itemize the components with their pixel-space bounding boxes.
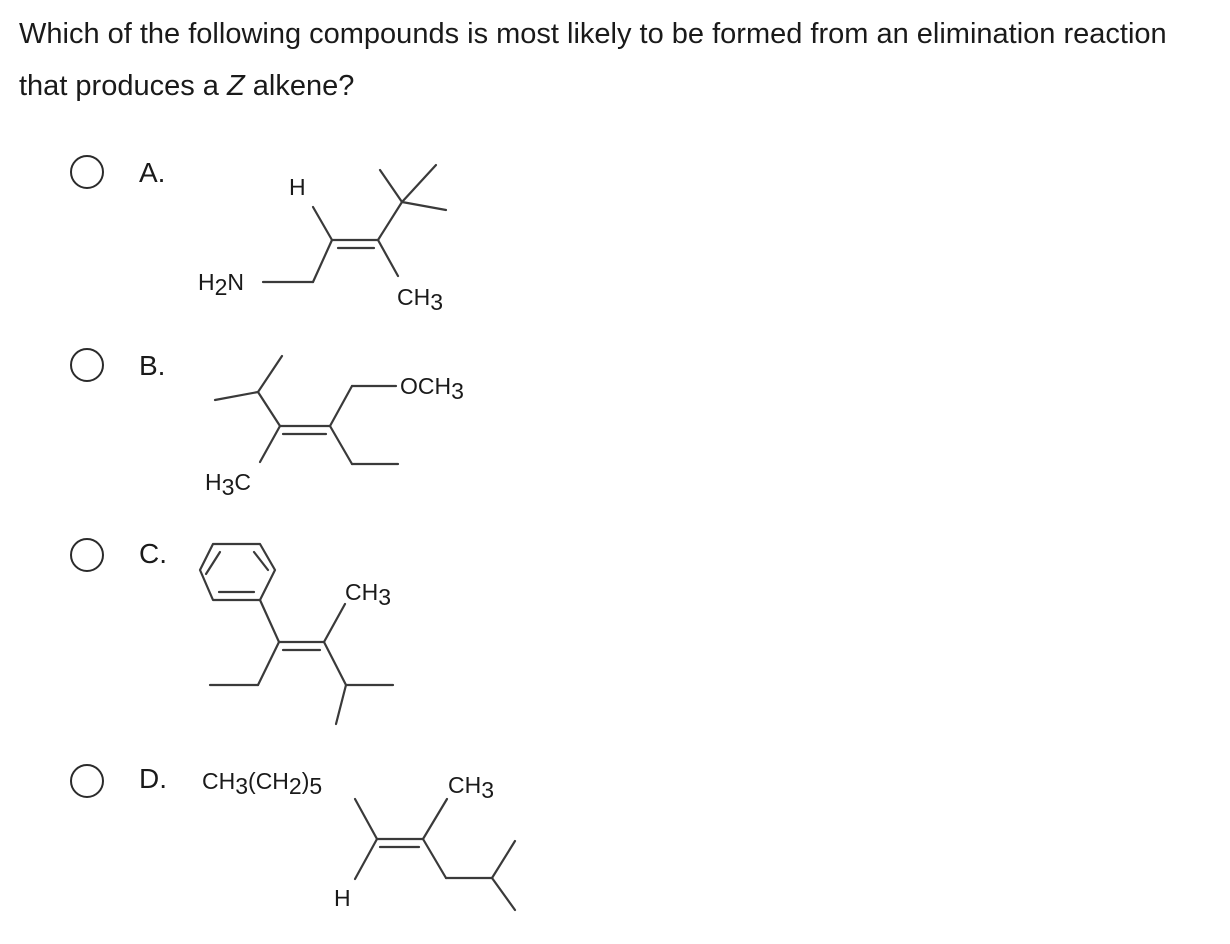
option-d-radio[interactable] <box>70 764 104 798</box>
bond <box>258 598 281 644</box>
bond <box>376 200 404 242</box>
bond <box>378 168 404 204</box>
bond <box>400 200 448 212</box>
bond <box>258 424 282 464</box>
bond <box>490 876 517 912</box>
label-ch3ch25: CH3(CH2)5 <box>202 768 322 799</box>
question-text: Which of the following compounds is most… <box>19 8 1209 112</box>
label-ch3: CH3 <box>448 772 494 803</box>
bond <box>256 640 281 687</box>
bond <box>376 238 400 278</box>
bond <box>328 424 354 466</box>
label-h: H <box>334 885 351 911</box>
question-suffix: alkene? <box>244 70 355 102</box>
label-h2n: H2N <box>198 269 244 300</box>
bond <box>328 384 354 428</box>
option-c-structure: CH3 <box>198 542 395 726</box>
label-h3c: H3C <box>205 469 251 500</box>
question-italic-z: Z <box>226 70 245 102</box>
bond <box>400 163 438 204</box>
option-b-letter: B. <box>139 350 166 381</box>
option-b[interactable]: B. OCH3 H3C <box>0 340 720 510</box>
option-d-letter: D. <box>139 763 167 794</box>
option-b-structure: OCH3 H3C <box>205 354 464 500</box>
bond <box>256 354 284 394</box>
bond <box>311 205 334 242</box>
ring-double-bond <box>252 550 270 572</box>
bond <box>322 602 347 644</box>
label-h: H <box>289 174 306 200</box>
label-ch3: CH3 <box>397 284 443 315</box>
bond <box>213 390 260 402</box>
bond <box>421 837 448 880</box>
option-d-structure: CH3(CH2)5 H CH3 <box>202 768 517 912</box>
question-prefix: Which of the following compounds is most… <box>19 18 1167 102</box>
bond <box>490 839 517 880</box>
bond <box>353 837 379 881</box>
label-och3: OCH3 <box>400 373 464 404</box>
option-a-letter: A. <box>139 157 166 188</box>
option-a-radio[interactable] <box>70 155 104 189</box>
option-c-letter: C. <box>139 538 167 569</box>
option-d[interactable]: D. CH3(CH2)5 H CH3 <box>0 755 720 925</box>
ring-double-bond <box>204 550 222 576</box>
option-c[interactable]: C. CH3 <box>0 530 720 726</box>
bond <box>322 640 348 687</box>
label-ch3: CH3 <box>345 579 391 610</box>
option-a-structure: H H2N CH3 <box>198 163 448 315</box>
option-b-radio[interactable] <box>70 348 104 382</box>
option-c-radio[interactable] <box>70 538 104 572</box>
bond <box>334 683 348 726</box>
bond <box>421 797 449 841</box>
bond <box>256 390 282 428</box>
bond <box>311 238 334 284</box>
bond <box>353 797 379 841</box>
option-a[interactable]: A. H H2N CH3 <box>0 150 720 320</box>
